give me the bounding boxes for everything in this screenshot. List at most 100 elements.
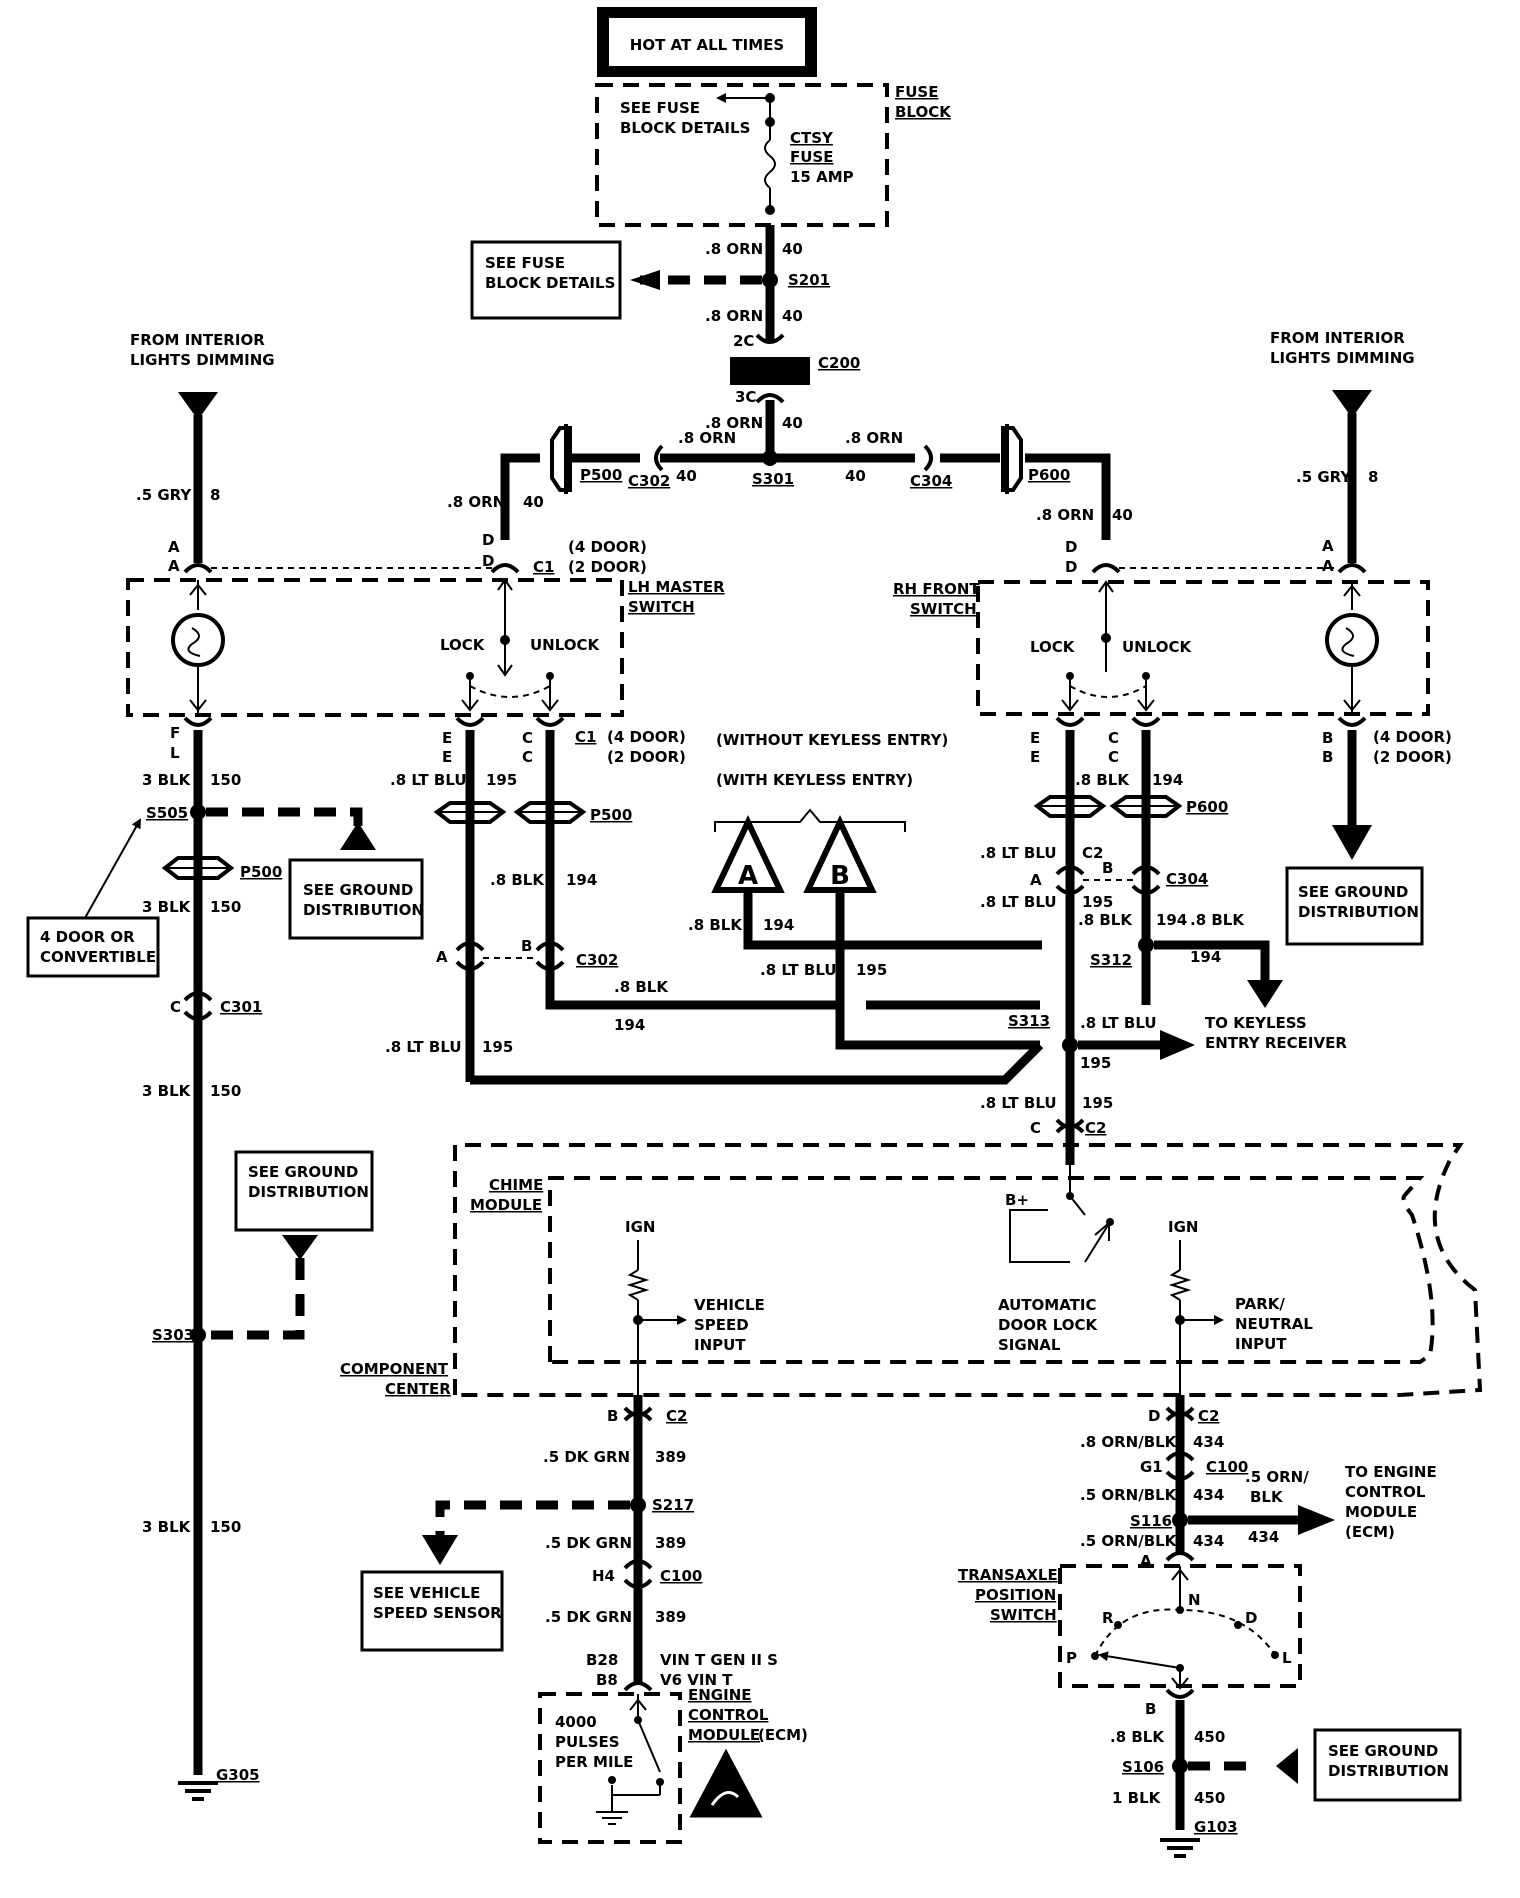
wire-label: .8 ORN (1036, 506, 1094, 524)
splice-s301: S301 (752, 470, 794, 488)
four-door-box: 4 DOOR OR CONVERTIBLE (26, 818, 160, 978)
circuit-label: 40 (845, 467, 866, 485)
door-label: (2 DOOR) (568, 558, 647, 576)
dimming-text: FROM INTERIOR (1270, 329, 1405, 347)
see-vss-box: SEE VEHICLE SPEED SENSOR (360, 1570, 504, 1652)
ecm-arrow-icon (1298, 1505, 1335, 1535)
wire-label: .8 ORN (705, 414, 763, 432)
splice-s312: S312 (1090, 951, 1132, 969)
wire-label: .5 GRY (1296, 468, 1352, 486)
see-ground-text: SEE GROUND (1328, 1742, 1438, 1760)
pin-label: L (170, 744, 180, 762)
dimming-text-2: LIGHTS DIMMING (1270, 349, 1415, 367)
circuit-label: 195 (856, 961, 887, 979)
connector-p600-top: P600 (1028, 466, 1070, 484)
vss-arrow-icon (422, 1535, 458, 1565)
circuit-label: 150 (210, 1518, 241, 1536)
wire-label: .8 BLK (1075, 771, 1130, 789)
hot-at-all-times-header: HOT AT ALL TIMES (597, 7, 817, 77)
ground-g305: G305 (216, 1766, 260, 1784)
wire-label: .8 LT BLU (385, 1038, 462, 1056)
wire-label: .8 LT BLU (980, 1094, 1057, 1112)
lock-label: LOCK (440, 636, 486, 654)
splice-s505: S505 (146, 804, 188, 822)
pin-label: B (1102, 859, 1113, 877)
connector-p500-mid: P500 (590, 806, 632, 824)
circuit-label: 40 (782, 307, 803, 325)
keyless-receiver-arrow-icon (1160, 1030, 1195, 1060)
fuse-name: CTSY (790, 129, 834, 147)
vss-input-text-2: SPEED (694, 1316, 749, 1334)
door-label: (4 DOOR) (607, 728, 686, 746)
unlock-label: UNLOCK (1122, 638, 1193, 656)
wire-label: .8 LT BLU (1080, 1014, 1157, 1032)
pin-label: A (168, 557, 180, 575)
fuse-block: FUSE BLOCK SEE FUSE BLOCK DETAILS CTSY F… (595, 83, 952, 227)
circuit-label: 450 (1194, 1789, 1225, 1807)
fuse-icon (764, 139, 776, 189)
pulses-text: 4000 (555, 1713, 597, 1731)
triangle-a-label: A (738, 861, 758, 891)
connector-p500-top: P500 (580, 466, 622, 484)
wire-label: 3 BLK (142, 771, 192, 789)
door-label: (4 DOOR) (568, 538, 647, 556)
pin-label: B (1322, 748, 1333, 766)
wire-label: .8 BLK (1190, 911, 1245, 929)
to-ecm-text-4: (ECM) (1345, 1523, 1395, 1541)
connector-c1-bottom: C1 (575, 728, 596, 746)
see-ground-box-2: SEE GROUND DISTRIBUTION (234, 1150, 374, 1232)
wire-label: .5 ORN/ (1245, 1468, 1309, 1486)
left-dimming-feed: FROM INTERIOR LIGHTS DIMMING .5 GRY 8 A … (130, 331, 275, 575)
pin-label: C (1108, 748, 1119, 766)
adl-text: AUTOMATIC (998, 1296, 1097, 1314)
pin-label: 3C (735, 388, 756, 406)
door-label: (2 DOOR) (607, 748, 686, 766)
ground-g103: G103 (1194, 1818, 1238, 1836)
circuit-label: 40 (1112, 506, 1133, 524)
see-fuse-box: SEE FUSE BLOCK DETAILS (470, 240, 622, 320)
component-center-title-2: CENTER (385, 1380, 451, 1398)
pin-label: A (436, 948, 448, 966)
ecm-title-3: MODULE (688, 1726, 760, 1744)
wire-label: .8 LT BLU (980, 844, 1057, 862)
wire-label: .8 ORN (447, 493, 505, 511)
wire-label: .5 GRY (136, 486, 192, 504)
rh-switch-title: RH FRONT (893, 580, 980, 598)
ground-arrow-icon (340, 822, 376, 850)
gear-r: R (1102, 1609, 1114, 1627)
ground-arrow-icon (1332, 825, 1372, 860)
wire-label-2: BLK (1250, 1488, 1284, 1506)
dimming-arrow-icon (1332, 390, 1372, 418)
see-ground-box-1: SEE GROUND DISTRIBUTION (288, 858, 424, 940)
pin-label: B (521, 937, 532, 955)
right-dimming-feed: FROM INTERIOR LIGHTS DIMMING .5 GRY 8 A … (1270, 329, 1415, 575)
pin-label: B (1322, 729, 1333, 747)
circuit-label: 8 (1368, 468, 1378, 486)
wire-label: .5 DK GRN (545, 1534, 632, 1552)
pin-label: A (1322, 537, 1334, 555)
connector-p500: P500 (240, 863, 282, 881)
pin-label: E (1030, 729, 1040, 747)
circuit-label: 389 (655, 1608, 686, 1626)
circuit-label: 434 (1248, 1528, 1279, 1546)
gear-n: N (1188, 1591, 1201, 1609)
circuit-label: 194 (1156, 911, 1187, 929)
circuit-label: 150 (210, 771, 241, 789)
circuit-label: 389 (655, 1534, 686, 1552)
ecm-title: ENGINE (688, 1686, 752, 1704)
splice-s106: S106 (1122, 1758, 1164, 1776)
wire-label: .8 ORN (845, 429, 903, 447)
circuit-label: 434 (1193, 1486, 1224, 1504)
circuit-label: 434 (1193, 1433, 1224, 1451)
rh-switch-title-2: SWITCH (910, 600, 977, 618)
ground-arrow-icon (282, 1235, 318, 1260)
circuit-label: 434 (1193, 1532, 1224, 1550)
circuit-label: 389 (655, 1448, 686, 1466)
connector-c302-top: C302 (628, 472, 670, 490)
wire-label: 1 BLK (1112, 1789, 1162, 1807)
see-fuse-text: SEE FUSE (620, 99, 700, 117)
keyless-a-triangle: A (711, 814, 785, 893)
ecm-title-4: (ECM) (758, 1726, 808, 1744)
circuit-label: 194 (1152, 771, 1183, 789)
